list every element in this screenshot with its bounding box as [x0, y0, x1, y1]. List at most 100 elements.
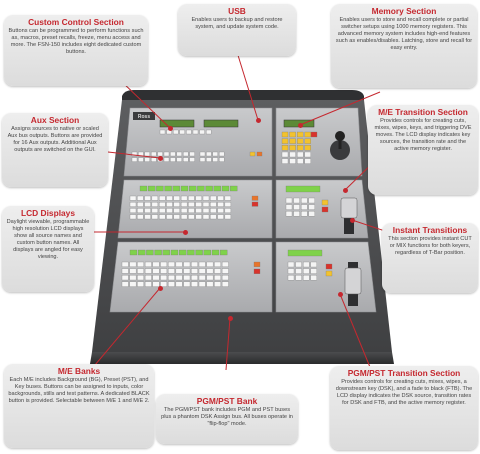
aux-button	[189, 151, 195, 157]
callout-title: M/E Transition Section	[378, 107, 468, 117]
aux-button	[131, 151, 138, 157]
pgm-bus-button	[129, 275, 137, 281]
me-bus-button	[166, 214, 173, 220]
pgm-bus-button	[183, 275, 191, 281]
me-bus-button	[144, 208, 151, 213]
pgm-transition-button	[310, 275, 317, 281]
me-bus-button	[129, 202, 137, 207]
me-bus-button	[195, 195, 202, 201]
pgm-bus-button	[214, 281, 221, 287]
pgm-bus-button	[191, 275, 198, 281]
me-bus-button	[195, 214, 202, 220]
me-transition-button	[308, 211, 315, 217]
callout-body: Daylight viewable, programmable high res…	[6, 219, 90, 260]
callout-aux: Aux Section Assigns sources to native or…	[2, 113, 108, 187]
pgm-transition-button	[325, 270, 333, 277]
pgm-bus-button	[191, 281, 198, 287]
custom-button	[173, 129, 179, 135]
me-tbar-handle	[340, 197, 358, 219]
callout-body: Provides controls for creating cuts, mix…	[374, 118, 472, 152]
pgm-bus-button	[121, 268, 129, 274]
custom-button	[186, 129, 192, 135]
pgm-transition-button	[303, 261, 310, 268]
me-bus-button	[195, 208, 202, 213]
me-bus-button	[217, 202, 224, 207]
callout-body: Assigns sources to native or scaled Aux …	[7, 126, 103, 153]
custom-button	[199, 129, 205, 135]
callout-title: Instant Transitions	[392, 225, 468, 235]
joystick-base	[330, 140, 350, 160]
memory-keypad-button	[297, 158, 304, 164]
aux-button	[131, 157, 138, 162]
pgm-bus-button	[160, 268, 168, 274]
pgm-bus-button	[206, 281, 214, 287]
pgm-bus-button	[253, 268, 261, 274]
pgm-lcd-display	[154, 249, 162, 256]
pgm-bus-button	[137, 268, 144, 274]
callout-body: This section provides instant CUT or MIX…	[388, 236, 472, 256]
pgm-bus-button	[160, 261, 168, 267]
pgm-bus-button	[175, 281, 183, 287]
pgm-bus-button	[214, 261, 221, 267]
me-transition-button	[321, 199, 329, 206]
memory-keypad-button	[297, 138, 304, 144]
memory-keypad-button	[304, 158, 311, 164]
pgm-bus-button	[191, 268, 198, 274]
me-bus-button	[159, 195, 166, 201]
pgm-bus-button	[198, 268, 206, 274]
me-bus-button	[129, 214, 137, 220]
me-bus-button	[202, 202, 210, 207]
plate-me	[117, 179, 273, 239]
aux-button	[189, 157, 195, 162]
me-lcd-display	[172, 185, 180, 192]
callout-body: Enables users to backup and restore syst…	[191, 17, 283, 30]
aux-button	[206, 157, 212, 162]
me-lcd-display	[180, 185, 189, 192]
aux-button	[206, 151, 212, 157]
callout-memory: Memory Section Enables users to store an…	[331, 4, 477, 88]
pgm-bus-button	[221, 275, 229, 281]
me-transition-button	[293, 211, 300, 217]
me-lcd-display	[189, 185, 197, 192]
me-bus-button	[210, 208, 217, 213]
memory-keypad-button	[304, 138, 311, 144]
pgm-lcd-display	[203, 249, 211, 256]
pgm-bus-button	[121, 275, 129, 281]
memory-keypad-button	[281, 145, 289, 151]
me-bus-button	[210, 202, 217, 207]
me-transition-button	[285, 197, 293, 204]
pgm-bus-button	[221, 281, 229, 287]
pgm-lcd-display	[179, 249, 187, 256]
pgm-transition-button	[303, 268, 310, 274]
callout-pgm-pst-transition: PGM/PST Transition Section Provides cont…	[330, 366, 478, 450]
me-transition-button	[301, 197, 308, 204]
me-bus-button	[137, 214, 144, 220]
me-transition-button	[285, 204, 293, 210]
aux-button	[170, 157, 176, 162]
aux-button	[163, 151, 170, 157]
pgm-bus-button	[137, 261, 144, 267]
me-bus-button	[202, 208, 210, 213]
pgm-transition-button	[295, 275, 302, 281]
pgm-bus-button	[175, 261, 183, 267]
me-bus-button	[173, 195, 180, 201]
me-bus-button	[144, 195, 151, 201]
me-bus-button	[151, 214, 159, 220]
pgm-transition-lcd	[287, 249, 323, 257]
aux-button	[256, 151, 263, 157]
pgm-bus-button	[183, 268, 191, 274]
me-transition-button	[301, 204, 308, 210]
brand-badge	[133, 112, 155, 120]
me-transition-button	[293, 204, 300, 210]
pgm-bus-button	[175, 268, 183, 274]
pgm-bus-button	[198, 281, 206, 287]
aux-button	[163, 157, 170, 162]
memory-keypad-button	[289, 145, 296, 151]
aux-button	[219, 151, 225, 157]
me-bus-button	[217, 214, 224, 220]
aux-button	[212, 151, 218, 157]
memory-keypad-button	[281, 158, 289, 164]
memory-keypad-button	[281, 138, 289, 144]
